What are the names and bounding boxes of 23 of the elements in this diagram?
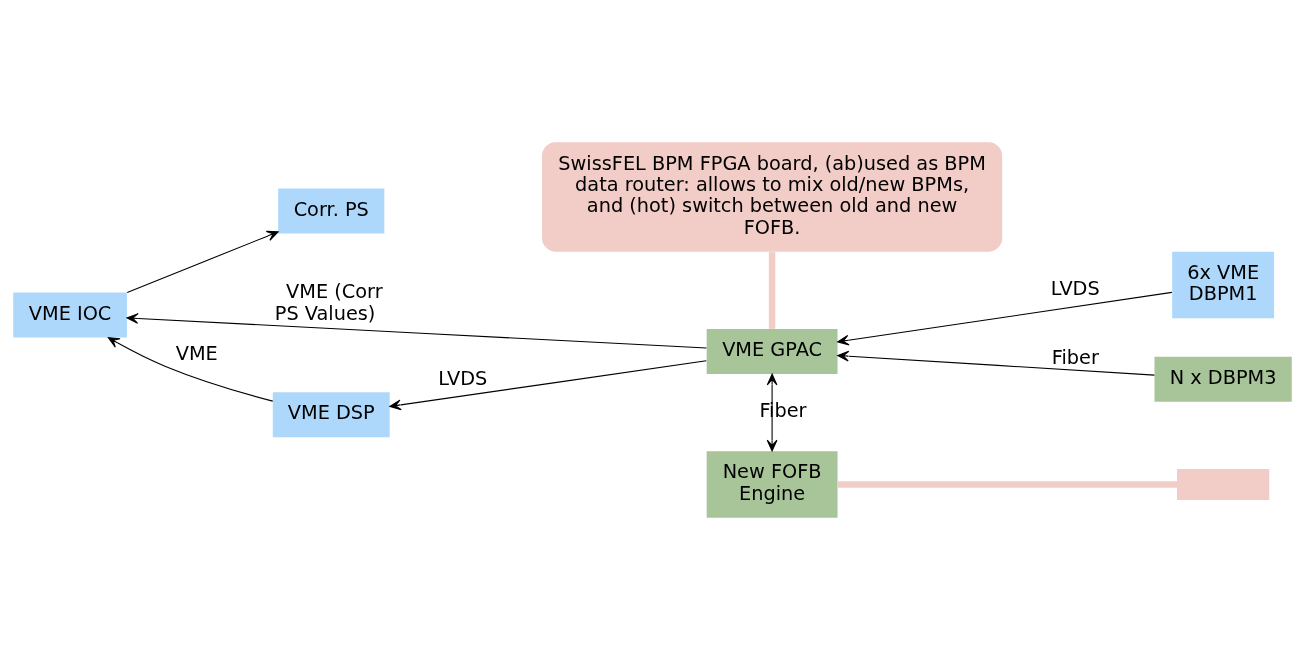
node-box: VME GPAC <box>706 328 838 374</box>
arrow <box>766 373 778 452</box>
edge-label: LVDS <box>438 367 488 391</box>
node-box: SwissFEL BPM FPGA board, (ab)used as BPM data router: allows to mix old/new BPMs, and (hot) switch between old and new FOFB. <box>542 142 1003 252</box>
node-box: N x DBPM3 <box>1154 356 1292 402</box>
arrow <box>126 313 707 349</box>
connector <box>837 481 1177 488</box>
arrow <box>107 337 274 402</box>
arrow <box>837 350 1155 376</box>
node-box: VME DSP <box>272 392 390 438</box>
connector <box>768 252 776 329</box>
arrow <box>126 230 279 293</box>
edge-label: Fiber <box>1051 345 1099 369</box>
edge-label: LVDS <box>1050 277 1100 301</box>
arrow <box>389 360 707 411</box>
node-box: Corr. PS <box>278 188 385 234</box>
node-box <box>1177 468 1270 500</box>
edge-label: VME (Corr PS Values) <box>274 280 383 325</box>
edge-label: VME <box>175 342 218 366</box>
arrow <box>837 291 1173 346</box>
node-box: New FOFB Engine <box>706 451 838 518</box>
node-box: VME IOC <box>13 292 127 338</box>
node-box: 6x VME DBPM1 <box>1172 251 1275 319</box>
